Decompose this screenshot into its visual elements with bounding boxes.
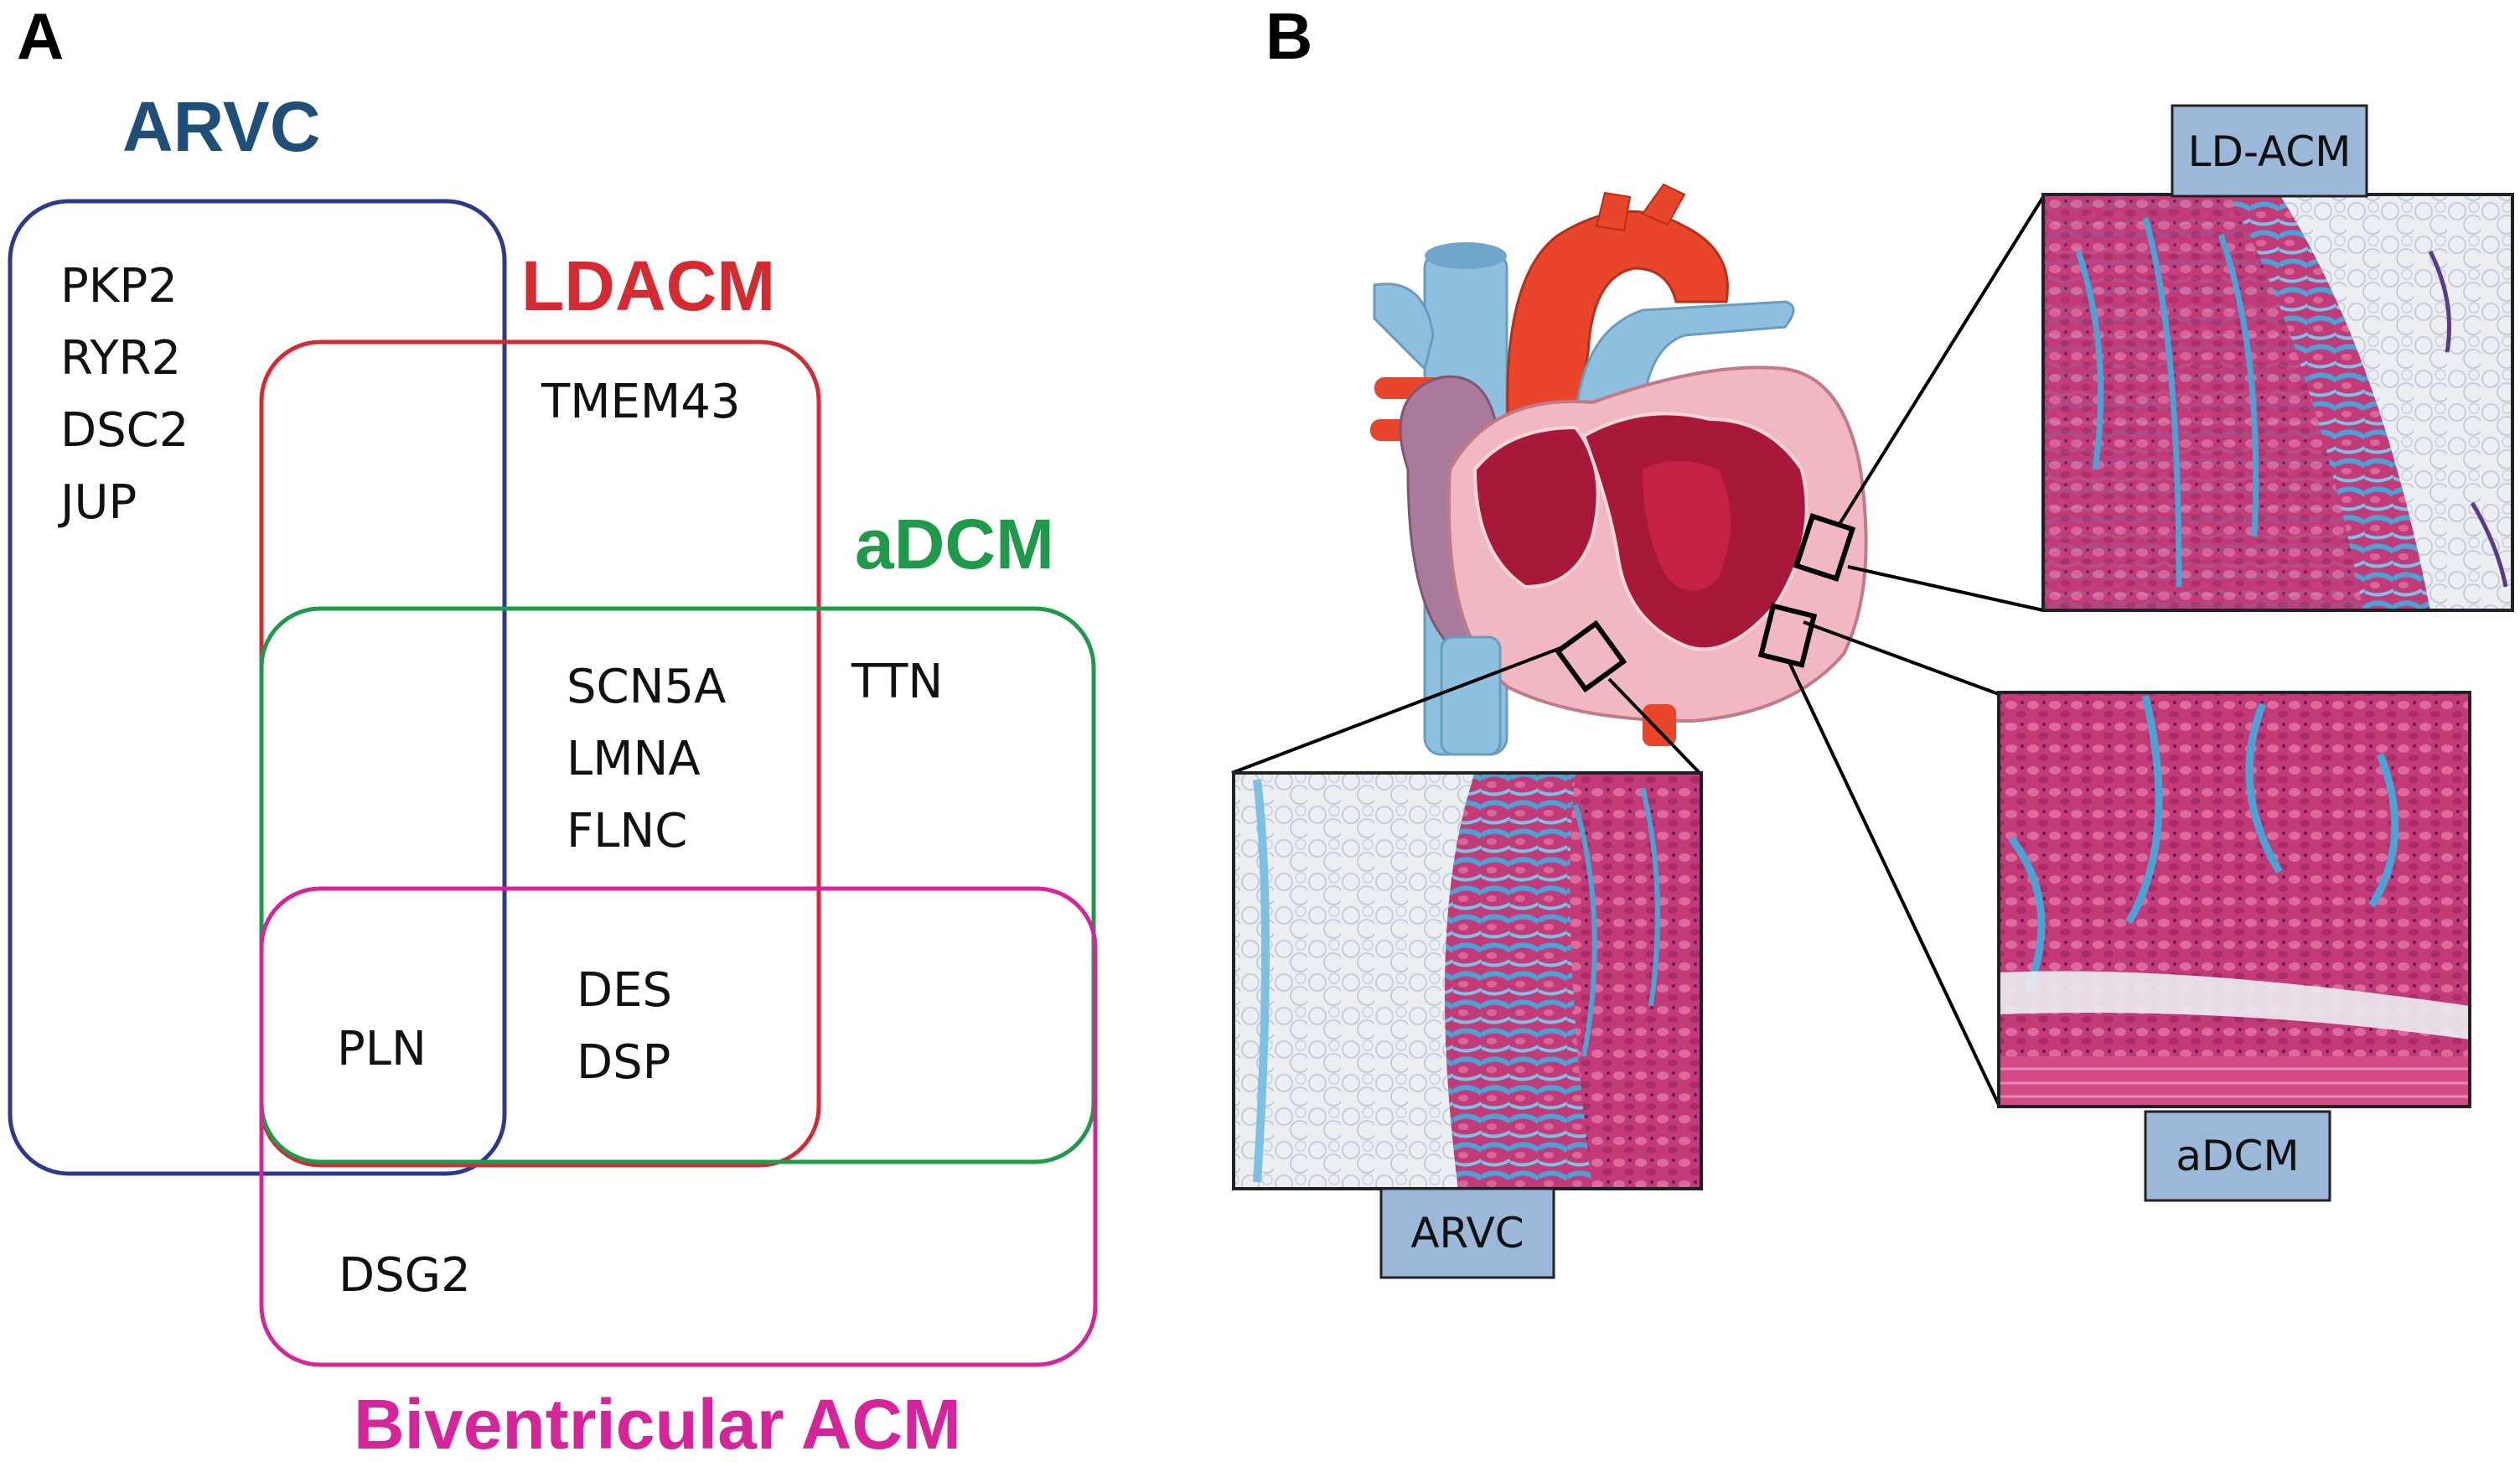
connector-line bbox=[1607, 677, 1701, 775]
micrograph-ld-acm bbox=[2041, 193, 2514, 612]
micrograph-fibrofatty-region bbox=[1445, 773, 1592, 1189]
tag-label-adcm: aDCM bbox=[2176, 1132, 2299, 1180]
tag-box bbox=[2171, 104, 2368, 198]
micrograph-arvc bbox=[1232, 771, 1703, 1190]
gene-label: DSC2 bbox=[60, 403, 189, 458]
connector-line bbox=[1788, 661, 2000, 1106]
chamber-shape bbox=[1643, 461, 1731, 591]
tag-ld-acm: LD-ACM bbox=[2171, 104, 2368, 198]
micrograph-fibrosis-strands bbox=[2075, 217, 2259, 588]
gene-label: DSP bbox=[577, 1035, 670, 1090]
gene-label: LMNA bbox=[567, 732, 701, 786]
set-outline-biventricular bbox=[259, 886, 1098, 1367]
connector-lines bbox=[1231, 195, 2045, 1106]
venn-diagram: ARVC LDACM aDCM Biventricular ACM PKP2 R… bbox=[8, 87, 1098, 1462]
tag-box bbox=[1379, 1187, 1555, 1279]
descending-vessel-shape bbox=[1643, 704, 1676, 746]
chamber-shape bbox=[1472, 425, 1600, 589]
gene-label: RYR2 bbox=[60, 331, 181, 386]
micrograph-fibrosis-strands bbox=[1573, 787, 1660, 1057]
set-title-ldacm: LDACM bbox=[521, 246, 775, 325]
tag-label-ld-acm: LD-ACM bbox=[2188, 127, 2352, 176]
panel-letter-a: A bbox=[17, 0, 64, 73]
micrograph-gap-region bbox=[1999, 971, 2470, 1039]
gene-label: PKP2 bbox=[60, 259, 178, 314]
connector-line bbox=[1803, 620, 2000, 696]
tag-adcm: aDCM bbox=[2144, 1110, 2331, 1202]
connector-line bbox=[1838, 195, 2045, 526]
micrograph-adcm bbox=[1997, 691, 2471, 1108]
micrograph-frame bbox=[1997, 691, 2471, 1108]
gene-label: DES bbox=[577, 963, 672, 1018]
vessel-left-shape bbox=[1373, 283, 1435, 371]
aorta-branch-shape bbox=[1641, 183, 1686, 226]
micrograph-fat-region bbox=[1234, 773, 1475, 1189]
gene-label: TTN bbox=[851, 655, 943, 709]
gene-label: FLNC bbox=[567, 804, 687, 858]
sample-box-ld-acm bbox=[1793, 513, 1856, 582]
connector-line bbox=[1231, 644, 1568, 775]
heart-illustration bbox=[1370, 183, 1868, 756]
micrograph-muscle-region bbox=[2043, 194, 2363, 610]
gene-label: JUP bbox=[58, 475, 137, 530]
gene-label: DSG2 bbox=[339, 1248, 471, 1303]
set-outline-adcm bbox=[259, 606, 1096, 1164]
set-title-arvc: ARVC bbox=[122, 87, 321, 166]
micrograph-nuclei-streak bbox=[2428, 250, 2508, 588]
connector-line bbox=[1847, 565, 2044, 612]
micrograph-fibrosis-strands bbox=[1253, 779, 1270, 1183]
tag-label-arvc: ARVC bbox=[1410, 1209, 1524, 1257]
set-title-adcm: aDCM bbox=[855, 505, 1054, 583]
sample-box-arvc bbox=[1554, 620, 1627, 693]
set-outline-arvc bbox=[8, 199, 507, 1176]
gene-label: SCN5A bbox=[567, 660, 726, 714]
sample-box-adcm bbox=[1757, 603, 1818, 668]
panel-letter-b: B bbox=[1265, 0, 1312, 73]
gene-label: TMEM43 bbox=[541, 375, 740, 429]
micrograph-muscle-band bbox=[1999, 1056, 2470, 1107]
inferior-vena-cava-shape bbox=[1440, 635, 1502, 756]
tag-box bbox=[2144, 1110, 2331, 1202]
vena-cava-opening bbox=[1425, 242, 1507, 269]
aorta-branch-shape bbox=[1595, 191, 1632, 232]
tag-arvc: ARVC bbox=[1379, 1187, 1555, 1279]
micrograph-fiber-lines bbox=[1999, 1067, 2470, 1098]
gene-label: PLN bbox=[337, 1022, 427, 1076]
micrograph-muscle-region bbox=[1999, 692, 2470, 1107]
micrograph-fibrosis-strands bbox=[2008, 694, 2399, 991]
set-title-biventricular: Biventricular ACM bbox=[354, 1385, 961, 1462]
aorta-shape bbox=[1506, 210, 1729, 438]
